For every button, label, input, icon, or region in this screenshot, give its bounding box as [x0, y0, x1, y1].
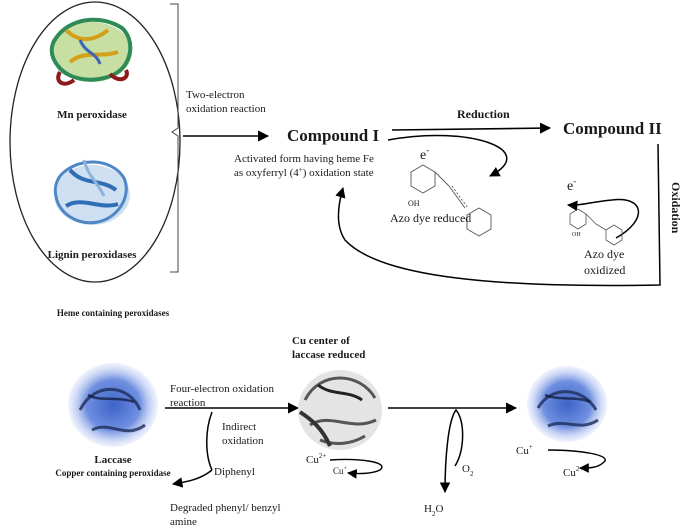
- heme-peroxidases-caption: Heme containing peroxidases: [57, 308, 170, 318]
- cu2plus-label-left: Cu2+: [306, 452, 326, 466]
- lignin-peroxidase-structure-image: [53, 159, 130, 225]
- copper-peroxidase-caption: Copper containing peroxidase: [55, 468, 170, 478]
- mn-peroxidase-structure-image: [49, 17, 133, 86]
- azo-dye-oxidized-label-line2: oxidized: [584, 263, 625, 277]
- azo-dye-oxidized-molecule: [569, 208, 623, 246]
- four-electron-label-line1: Four-electron oxidation: [170, 383, 274, 395]
- four-electron-label-line2: reaction: [170, 397, 206, 409]
- oxidized-laccase-structure-image: [527, 366, 607, 442]
- o2-label: O2: [462, 463, 474, 478]
- oxygen-reduction-curve: [439, 408, 464, 494]
- laccase-structure-image: [68, 363, 158, 447]
- diphenyl-label: Diphenyl: [214, 466, 255, 478]
- compound1-label: Compound I: [287, 126, 380, 145]
- reduced-laccase-structure-image: [298, 370, 382, 450]
- electron-label-2: e-: [567, 176, 576, 194]
- indirect-oxidation-curve: [173, 411, 213, 484]
- mn-peroxidase-label: Mn peroxidase: [57, 109, 127, 121]
- arrow-reduction: [391, 122, 552, 134]
- cu-center-label-line1: Cu center of: [292, 335, 350, 347]
- electron-curve-2: [566, 198, 640, 239]
- laccase-label: Laccase: [94, 454, 131, 466]
- cu-center-label-line2: laccase reduced: [292, 349, 365, 361]
- azo-dye-reduced-label: Azo dye reduced: [390, 211, 471, 225]
- activated-form-line2: as oxyferryl (4+) oxidation state: [234, 166, 374, 179]
- degraded-product-line2: amine: [170, 516, 197, 528]
- oh-label-oxidized: OH: [572, 232, 581, 238]
- cu-oxidation-curve-right: [547, 449, 606, 473]
- activated-form-line1: Activated form having heme Fe: [234, 153, 374, 165]
- azo-dye-oxidized-label-line1: Azo dye: [584, 247, 624, 261]
- electron-label-1: e-: [420, 145, 429, 163]
- oxidation-return-line: [335, 143, 661, 287]
- two-electron-label-line2: oxidation reaction: [186, 103, 266, 115]
- electron-curve-1: [387, 134, 508, 177]
- oh-label-reduced: OH: [408, 199, 420, 208]
- cu-reduction-curve-left: [329, 458, 383, 479]
- indirect-oxidation-line1: Indirect: [222, 421, 256, 433]
- cu2plus-label-right: Cu2+: [563, 465, 583, 479]
- bracket-line: [170, 3, 179, 273]
- two-electron-label-line1: Two-electron: [186, 89, 245, 101]
- reduction-label: Reduction: [457, 107, 510, 121]
- h2o-label: H2O: [424, 503, 443, 518]
- azo-dye-reduced-molecule: [410, 164, 492, 237]
- enzyme-group-ellipse: [9, 1, 181, 283]
- lignin-peroxidases-label: Lignin peroxidases: [48, 249, 137, 261]
- cuplus-label-right: Cu+: [516, 443, 533, 457]
- oxidation-label: Oxidation: [669, 182, 683, 234]
- cuplus-label-left: Cu+: [333, 466, 348, 476]
- compound2-label: Compound II: [563, 119, 662, 138]
- indirect-oxidation-line2: oxidation: [222, 435, 264, 447]
- degraded-product-line1: Degraded phenyl/ benzyl: [170, 502, 281, 514]
